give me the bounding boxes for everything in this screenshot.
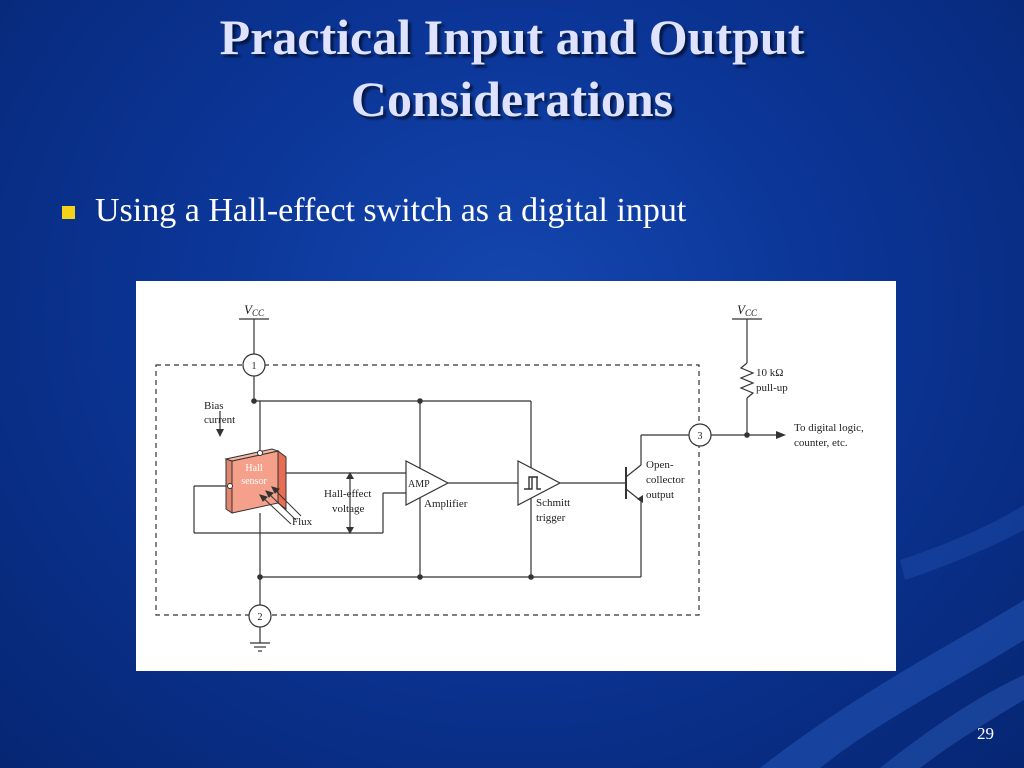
bullet-square-icon [62, 205, 75, 219]
schmitt-hysteresis-icon [524, 476, 541, 490]
pin1-label: 1 [252, 361, 257, 372]
bias-label-1: Bias [204, 400, 224, 412]
output-label-2: counter, etc. [794, 437, 848, 449]
amp-symbol-label: AMP [408, 479, 430, 490]
oc-label-1: Open- [646, 459, 674, 471]
hall-voltage-label-1: Hall-effect [324, 488, 371, 500]
voltage-up-arrow [346, 472, 354, 479]
schmitt-label-1: Schmitt [536, 497, 570, 509]
vcc-label-left: VCC [244, 302, 265, 318]
emitter-arrowhead [637, 495, 643, 503]
bullet-text: Using a Hall-effect switch as a digital … [95, 192, 687, 229]
bullet-item: Using a Hall-effect switch as a digital … [62, 192, 686, 230]
output-arrowhead [776, 431, 786, 439]
circuit-diagram: VCC VCC 1 2 3 Bias current Hall sensor F… [155, 302, 864, 652]
sensor-label-2: sensor [241, 476, 267, 487]
amplifier-triangle [405, 460, 450, 506]
transistor-collector [625, 464, 642, 478]
resistor-label-2: pull-up [756, 382, 788, 394]
schmitt-label-2: trigger [536, 512, 566, 524]
title-line-2: Considerations [350, 71, 674, 127]
oc-label-2: collector [646, 474, 685, 486]
pin2-label: 2 [258, 612, 263, 623]
hall-voltage-label-2: voltage [332, 503, 364, 515]
hall-effect-circuit-figure: VCC VCC 1 2 3 Bias current Hall sensor F… [136, 281, 896, 671]
package-outline [155, 364, 700, 616]
amplifier-label: Amplifier [424, 498, 468, 510]
pin3-label: 3 [698, 431, 703, 442]
voltage-down-arrow [346, 527, 354, 534]
vcc-label-right: VCC [737, 302, 758, 318]
slide-number: 29 [977, 724, 994, 743]
oc-label-3: output [646, 489, 674, 501]
title-line-1: Practical Input and Output [219, 9, 805, 65]
bias-arrowhead [216, 429, 224, 437]
output-label-1: To digital logic, [794, 422, 864, 434]
schmitt-triangle [517, 460, 562, 506]
flux-label: Flux [292, 516, 313, 528]
flux-arrows [259, 486, 302, 525]
slide-title: Practical Input and Output Consideration… [0, 6, 1024, 130]
bias-label-2: current [204, 414, 235, 426]
resistor-label-1: 10 kΩ [756, 367, 783, 379]
sensor-label-1: Hall [245, 463, 262, 474]
resistor-zigzag [739, 362, 755, 399]
